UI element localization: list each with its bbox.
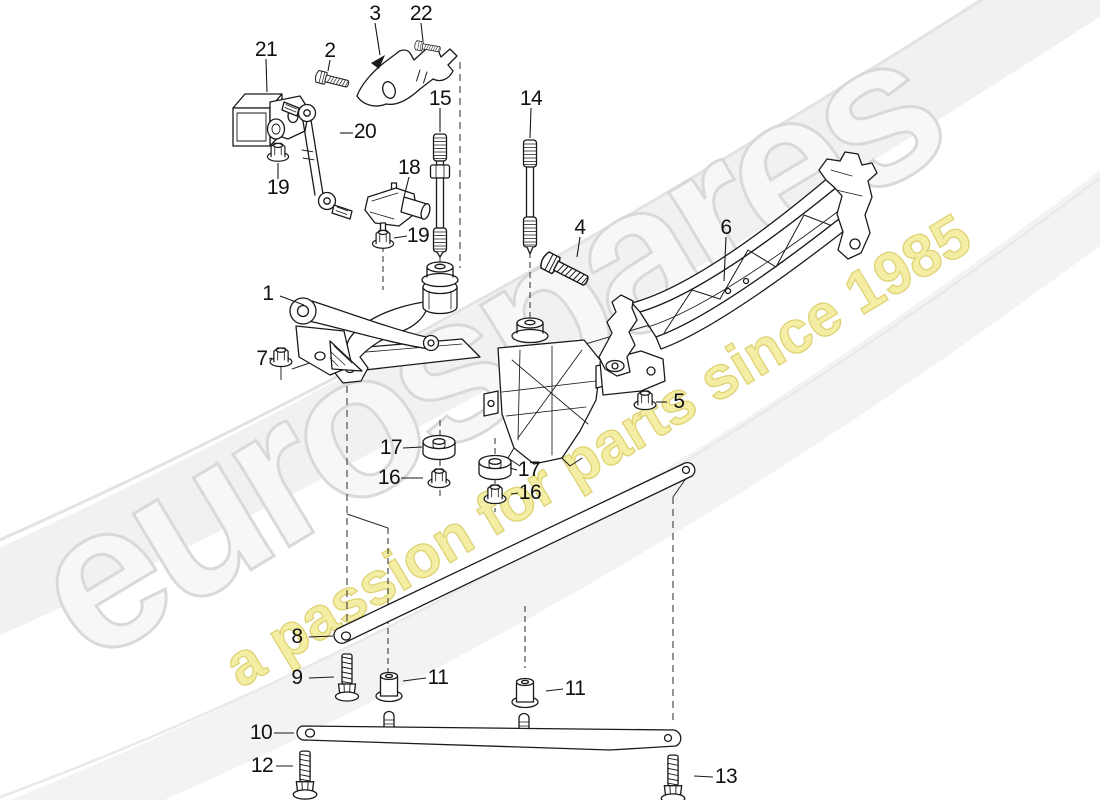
callout-14: 14 — [519, 87, 543, 110]
leader-lines — [265, 22, 727, 778]
part-15-stud — [429, 133, 451, 258]
callout-9: 9 — [291, 666, 303, 689]
part-2-bolt — [313, 69, 351, 91]
callout-6: 6 — [720, 216, 732, 239]
callout-17-b: 17 — [517, 458, 541, 481]
subframe-console — [319, 261, 666, 467]
callout-16-b: 16 — [518, 481, 542, 504]
part-1-bracket-arm — [289, 297, 440, 376]
part-3-bracket — [356, 46, 458, 107]
callout-15: 15 — [428, 87, 452, 110]
part-13-bolt — [660, 754, 686, 800]
callout-21: 21 — [254, 38, 278, 61]
callout-11-a: 11 — [427, 666, 449, 689]
callout-13: 13 — [714, 765, 738, 788]
callout-11-b: 11 — [564, 677, 586, 700]
part-10-lower-bar — [296, 710, 682, 751]
callout-19-b: 19 — [406, 224, 430, 247]
part-17-bushing-b — [478, 454, 512, 481]
callout-17-a: 17 — [379, 436, 403, 459]
part-8-diagonal-strap — [333, 461, 696, 644]
callout-20: 20 — [353, 120, 377, 143]
part-17-bushing-a — [422, 434, 456, 461]
callout-8: 8 — [291, 625, 303, 648]
callout-10: 10 — [249, 721, 273, 744]
callout-18: 18 — [397, 156, 421, 179]
part-19-nut-b — [371, 229, 395, 249]
callout-12: 12 — [250, 754, 274, 777]
callout-2: 2 — [324, 39, 336, 62]
callout-19-a: 19 — [266, 176, 290, 199]
part-14-stud — [522, 139, 538, 255]
callout-22: 22 — [409, 2, 433, 25]
callout-3: 3 — [369, 2, 381, 25]
callout-7: 7 — [256, 347, 268, 370]
callout-5: 5 — [673, 390, 685, 413]
part-11-bushing-a — [375, 671, 403, 703]
part-20-link-rod — [281, 101, 353, 220]
callout-16-a: 16 — [377, 466, 401, 489]
part-6-cross-member — [598, 151, 878, 377]
part-21-sensor — [232, 93, 310, 147]
callout-1: 1 — [262, 282, 274, 305]
part-18-bracket — [364, 182, 431, 236]
part-12-bolt — [292, 750, 318, 800]
callout-4: 4 — [574, 216, 586, 239]
part-11-bushing-b — [511, 677, 539, 709]
